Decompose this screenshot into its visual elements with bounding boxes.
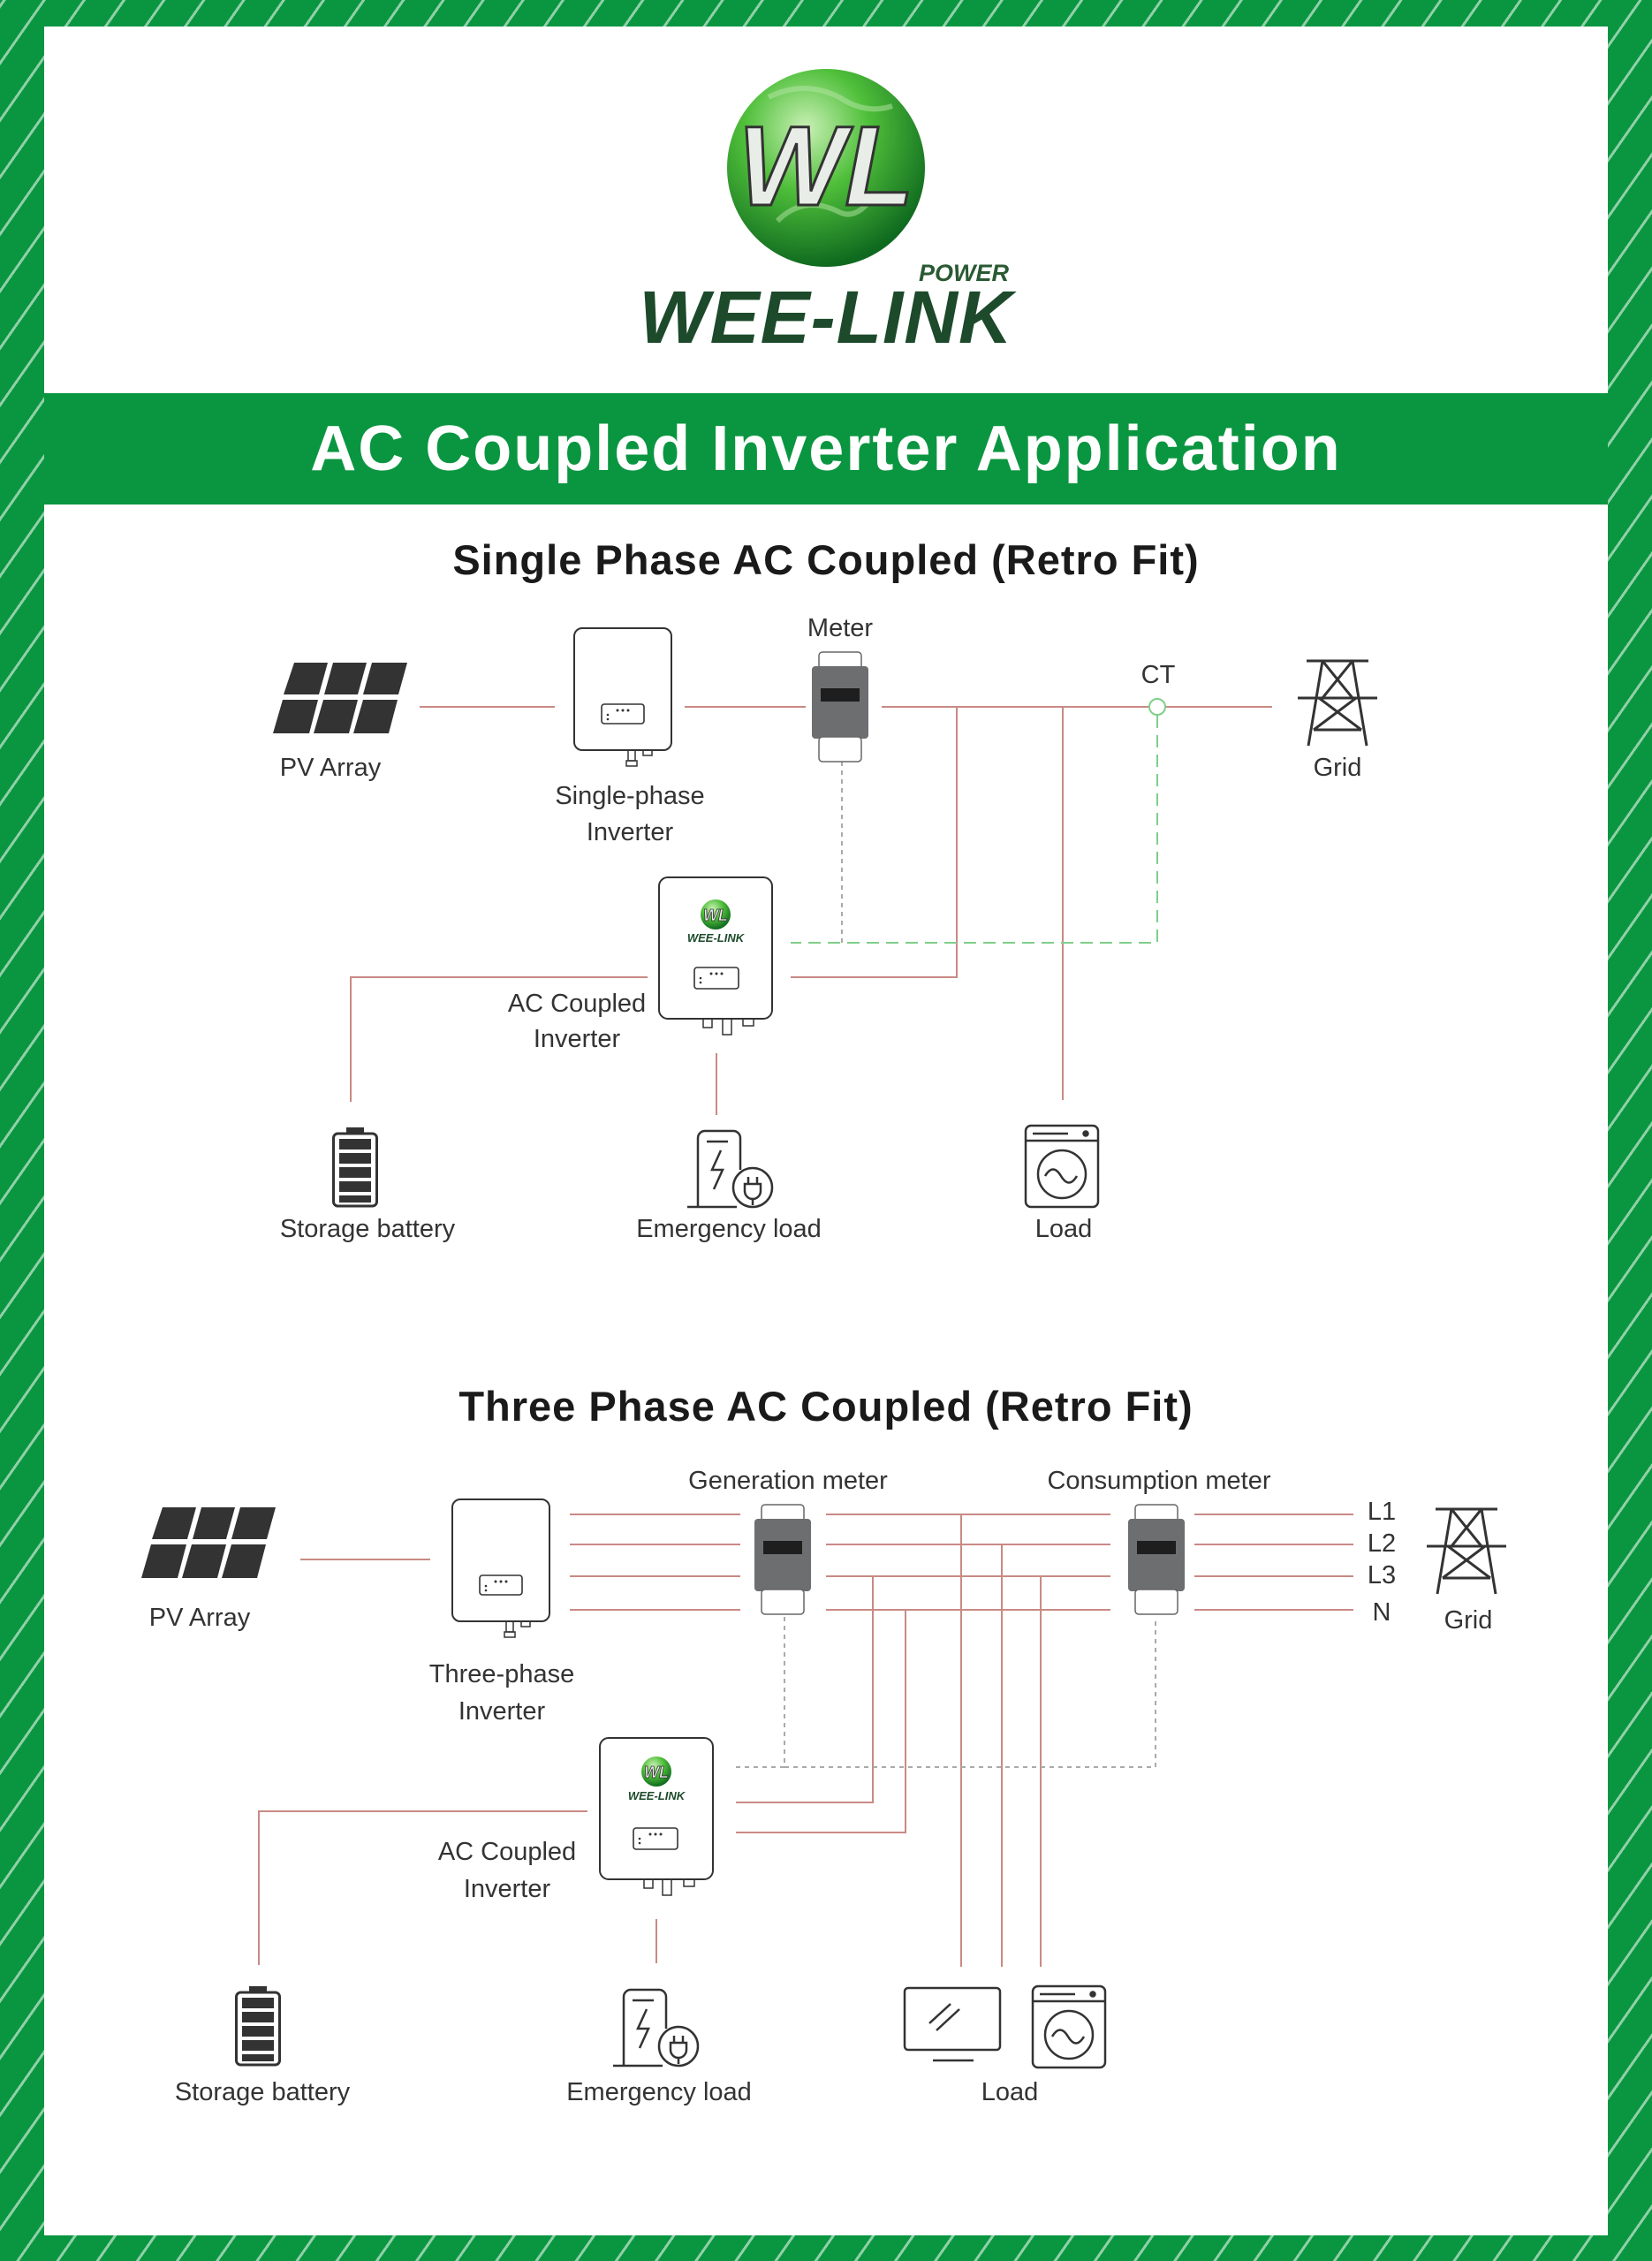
banner-title: AC Coupled Inverter Application [310, 414, 1342, 484]
monitor-icon [903, 1986, 1002, 2062]
single-phase-title: Single Phase AC Coupled (Retro Fit) [452, 536, 1199, 583]
svg-text:WL: WL [644, 1764, 669, 1781]
emergency-load-icon-3p [611, 1988, 700, 2068]
single-phase-wires [350, 698, 1272, 1115]
meter-icon [811, 651, 869, 763]
content-panel: AC Coupled Inverter Application [44, 27, 1608, 2235]
svg-text:WEE-LINK: WEE-LINK [628, 1789, 686, 1802]
ac-coupled-label-2: Inverter [534, 1025, 621, 1053]
svg-text:WL: WL [703, 907, 728, 924]
grid-label-3p: Grid [1444, 1606, 1493, 1635]
grid-tower-icon [1296, 659, 1379, 747]
washing-machine-icon-3p [1031, 1984, 1107, 2069]
emergency-load-icon [686, 1129, 774, 1209]
ac-coupled-label: AC Coupled [508, 990, 646, 1018]
wee-link-logo: WL POWER WEE-LINK [639, 69, 1017, 359]
ac-coupled-label-3p: AC Coupled [438, 1838, 576, 1866]
storage-battery-label-3p: Storage battery [175, 2078, 351, 2106]
consumption-meter-icon [1127, 1504, 1186, 1615]
grid-tower-icon-3p [1425, 1507, 1508, 1596]
logo-monogram: WL [739, 103, 914, 230]
three-phase-inverter-icon [451, 1498, 550, 1638]
globe-icon [727, 69, 925, 267]
ct-label: CT [1141, 661, 1176, 689]
logo-power-text: POWER [919, 260, 1010, 286]
meter-label: Meter [807, 614, 873, 642]
emergency-load-label: Emergency load [636, 1215, 822, 1243]
load-label-3p: Load [981, 2078, 1039, 2106]
pv-array-icon-3p [141, 1507, 276, 1578]
storage-battery-icon [332, 1126, 378, 1208]
pv-array-icon [273, 663, 407, 733]
single-phase-inverter-icon [573, 627, 672, 767]
storage-battery-icon-3p [235, 1984, 281, 2067]
storage-battery-label: Storage battery [280, 1215, 456, 1243]
title-banner: AC Coupled Inverter Application [44, 393, 1608, 505]
emergency-load-label-3p: Emergency load [566, 2078, 752, 2106]
single-phase-inverter-label: Single-phase [555, 782, 704, 810]
washing-machine-icon [1024, 1124, 1100, 1209]
phase-l1-label: L1 [1368, 1498, 1396, 1526]
grid-label: Grid [1314, 754, 1362, 782]
ac-coupled-inverter-icon: WL WEE-LINK [658, 876, 773, 1036]
single-phase-inverter-label-2: Inverter [587, 818, 674, 846]
pv-array-label-3p: PV Array [149, 1604, 251, 1632]
three-phase-wires [258, 1514, 1353, 1967]
svg-text:WEE-LINK: WEE-LINK [687, 931, 746, 945]
phase-l3-label: L3 [1368, 1561, 1396, 1590]
logo-wordmark: WEE-LINK [639, 276, 1017, 359]
three-phase-inverter-label-2: Inverter [458, 1697, 546, 1726]
ac-coupled-label-3p-2: Inverter [464, 1875, 551, 1903]
three-phase-title: Three Phase AC Coupled (Retro Fit) [458, 1383, 1193, 1430]
ac-coupled-inverter-icon-3p: WL WEE-LINK [599, 1737, 714, 1896]
phase-n-label: N [1373, 1598, 1391, 1627]
pv-array-label: PV Array [280, 754, 382, 782]
phase-l2-label: L2 [1368, 1529, 1396, 1558]
three-phase-inverter-label: Three-phase [429, 1660, 574, 1688]
generation-meter-icon [754, 1504, 812, 1615]
load-label: Load [1035, 1215, 1093, 1243]
generation-meter-label: Generation meter [688, 1467, 888, 1495]
consumption-meter-label: Consumption meter [1047, 1467, 1270, 1495]
